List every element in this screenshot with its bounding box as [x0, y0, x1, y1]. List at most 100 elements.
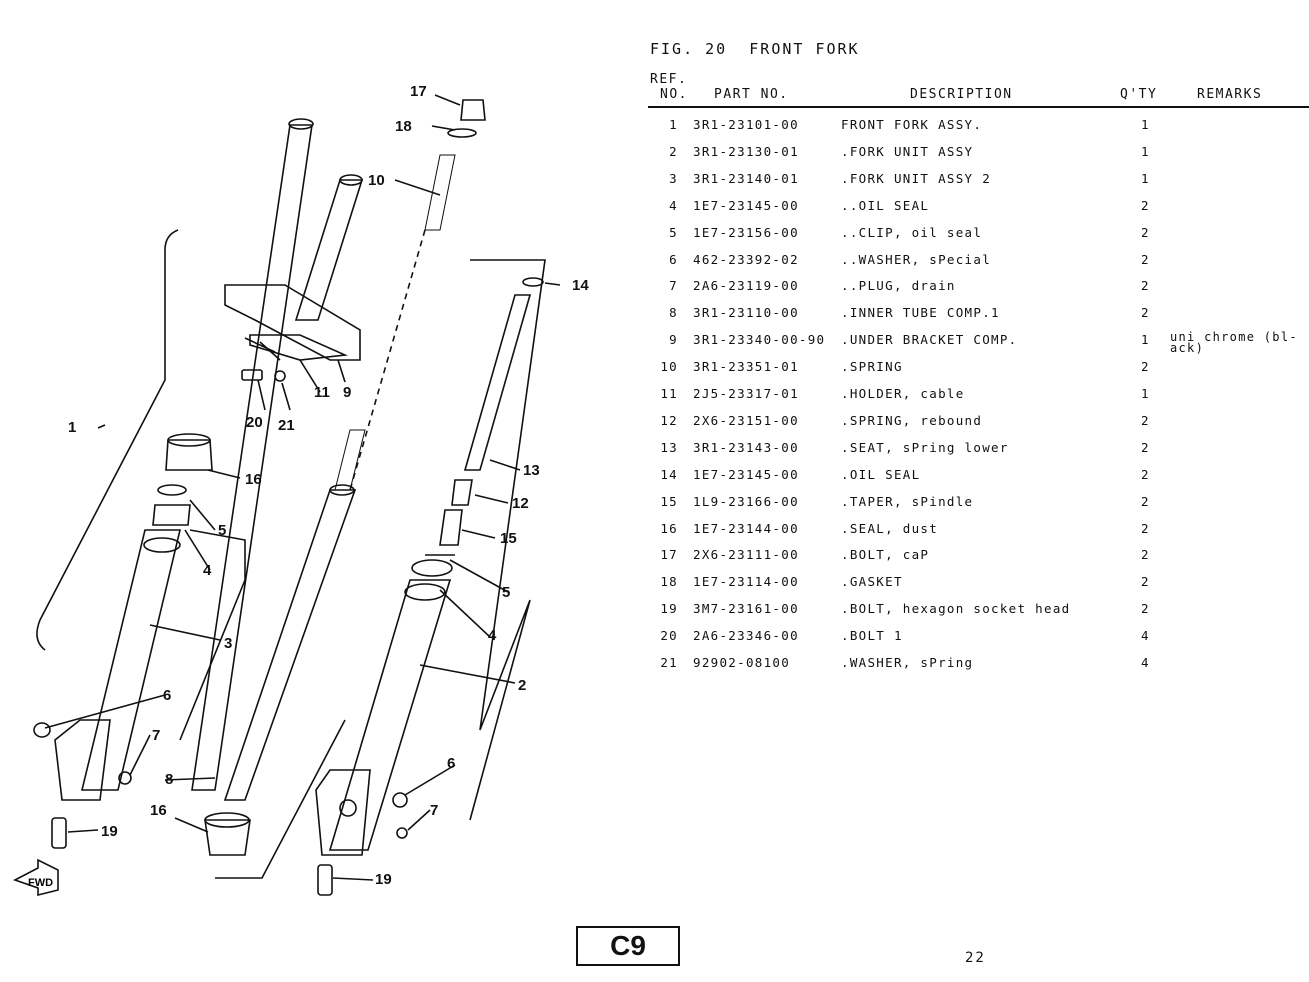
part-number-cell: 3R1-23340-00-90 [693, 332, 826, 348]
ref-cell: 21 [660, 655, 678, 670]
part-number-cell: 2X6-23151-00 [693, 412, 799, 428]
right-inner-tube [223, 489, 357, 801]
quantity-cell: 1 [1141, 143, 1150, 159]
callout-14: 14 [572, 277, 589, 294]
header-part-no: PART NO. [714, 87, 789, 102]
part-number-cell: 2A6-23119-00 [693, 278, 799, 294]
ref-cell: 20 [660, 628, 678, 644]
quantity-cell: 2 [1141, 359, 1150, 375]
ref-cell: 1 [669, 117, 678, 132]
callout-16-upper: 16 [245, 471, 262, 488]
header-ref-line2: NO. [660, 87, 688, 102]
ref-cell: 3 [669, 170, 678, 186]
quantity-cell: 2 [1141, 601, 1150, 617]
quantity-cell: 2 [1141, 493, 1150, 509]
part-number-cell: 462-23392-02 [693, 251, 799, 267]
description-cell: .BOLT, caP [841, 547, 930, 563]
quantity-cell: 2 [1141, 466, 1150, 482]
part-number-cell: 1E7-23145-00 [693, 197, 799, 213]
callout-4-right: 4 [488, 627, 497, 644]
ref-cell: 6 [669, 251, 678, 267]
header-remarks: REMARKS [1197, 87, 1263, 102]
callout-8: 8 [165, 771, 173, 788]
ref-cell: 10 [660, 359, 678, 375]
description-cell: .BOLT 1 [841, 628, 903, 644]
header-description: DESCRIPTION [910, 87, 1013, 102]
ref-cell: 8 [669, 305, 678, 321]
description-cell: .SPRING, rebound [841, 412, 983, 428]
description-cell: ..WASHER, sPecial [841, 251, 992, 267]
part-number-cell: 1E7-23144-00 [693, 520, 799, 536]
quantity-cell: 1 [1141, 117, 1150, 132]
callout-19-left: 19 [101, 823, 118, 840]
ref-cell: 7 [669, 278, 678, 294]
description-cell: ..OIL SEAL [841, 197, 930, 213]
quantity-cell: 2 [1141, 278, 1150, 294]
description-cell: .INNER TUBE COMP.1 [841, 305, 1000, 321]
quantity-cell: 4 [1141, 628, 1150, 644]
description-cell: .SPRING [841, 359, 903, 375]
description-cell: .TAPER, sPindle [841, 493, 974, 509]
callout-16-lower: 16 [150, 802, 167, 819]
ref-cell: 14 [660, 466, 678, 482]
figure-title: FIG. 20 FRONT FORK [650, 40, 860, 58]
under-bracket [224, 284, 361, 361]
description-cell: ..PLUG, drain [841, 278, 956, 294]
description-cell: .FORK UNIT ASSY [841, 143, 974, 159]
left-outer-tube [80, 529, 182, 791]
ref-cell: 2 [669, 143, 678, 159]
ref-cell: 13 [660, 439, 678, 455]
part-number-cell: 3R1-23110-00 [693, 305, 799, 321]
callout-15: 15 [500, 530, 517, 547]
description-cell: ..CLIP, oil seal [841, 224, 983, 240]
header-qty: Q'TY [1120, 87, 1158, 102]
description-cell: .OIL SEAL [841, 466, 921, 482]
ref-cell: 16 [660, 520, 678, 536]
callout-18: 18 [395, 118, 412, 135]
callout-7-right: 7 [430, 802, 438, 819]
description-cell: .WASHER, sPring [841, 655, 974, 670]
callout-3: 3 [224, 635, 232, 652]
quantity-cell: 2 [1141, 439, 1150, 455]
description-cell: .BOLT, hexagon socket head [841, 601, 1071, 617]
quantity-cell: 1 [1141, 332, 1150, 348]
description-cell: .HOLDER, cable [841, 386, 965, 401]
part-number-cell: 2A6-23346-00 [693, 628, 799, 644]
fwd-arrow-icon: FWD [12, 858, 59, 897]
quantity-cell: 2 [1141, 412, 1150, 428]
steering-stem [294, 179, 364, 321]
callout-19-right: 19 [375, 871, 392, 888]
part-number-cell: 3R1-23143-00 [693, 439, 799, 455]
part-number-cell: 3M7-23161-00 [693, 601, 799, 617]
callout-17: 17 [410, 83, 427, 100]
quantity-cell: 2 [1141, 547, 1150, 563]
part-number-cell: 2X6-23111-00 [693, 547, 799, 563]
part-number-cell: 92902-08100 [693, 655, 791, 670]
part-number-cell: 3R1-23130-01 [693, 143, 799, 159]
callout-21: 21 [278, 417, 295, 434]
quantity-cell: 1 [1141, 170, 1150, 186]
part-number-cell: 1E7-23114-00 [693, 574, 799, 590]
ref-cell: 17 [660, 547, 678, 563]
header-ref-line1: REF. [650, 72, 688, 87]
callout-5-right: 5 [502, 584, 510, 601]
description-cell: .SEAT, sPring lower [841, 439, 1009, 455]
part-number-cell: 3R1-23140-01 [693, 170, 799, 186]
part-number-cell: 2J5-23317-01 [693, 386, 799, 401]
callout-11: 11 [314, 384, 330, 401]
section-code-box: C9 [576, 926, 680, 966]
ref-cell: 4 [669, 197, 678, 213]
callout-6-right: 6 [447, 755, 455, 772]
right-outer-tube [328, 554, 455, 851]
quantity-cell: 1 [1141, 386, 1150, 401]
part-number-cell: 1E7-23156-00 [693, 224, 799, 240]
description-cell: .GASKET [841, 574, 903, 590]
quantity-cell: 2 [1141, 574, 1150, 590]
page-number: 22 [965, 950, 986, 966]
remarks-cell: uni chrome (bl-ack) [1170, 330, 1298, 356]
part-number-cell: 1E7-23145-00 [693, 466, 799, 482]
ref-cell: 9 [669, 332, 678, 348]
callout-10: 10 [368, 172, 385, 189]
ref-cell: 5 [669, 224, 678, 240]
callout-9: 9 [343, 384, 351, 401]
